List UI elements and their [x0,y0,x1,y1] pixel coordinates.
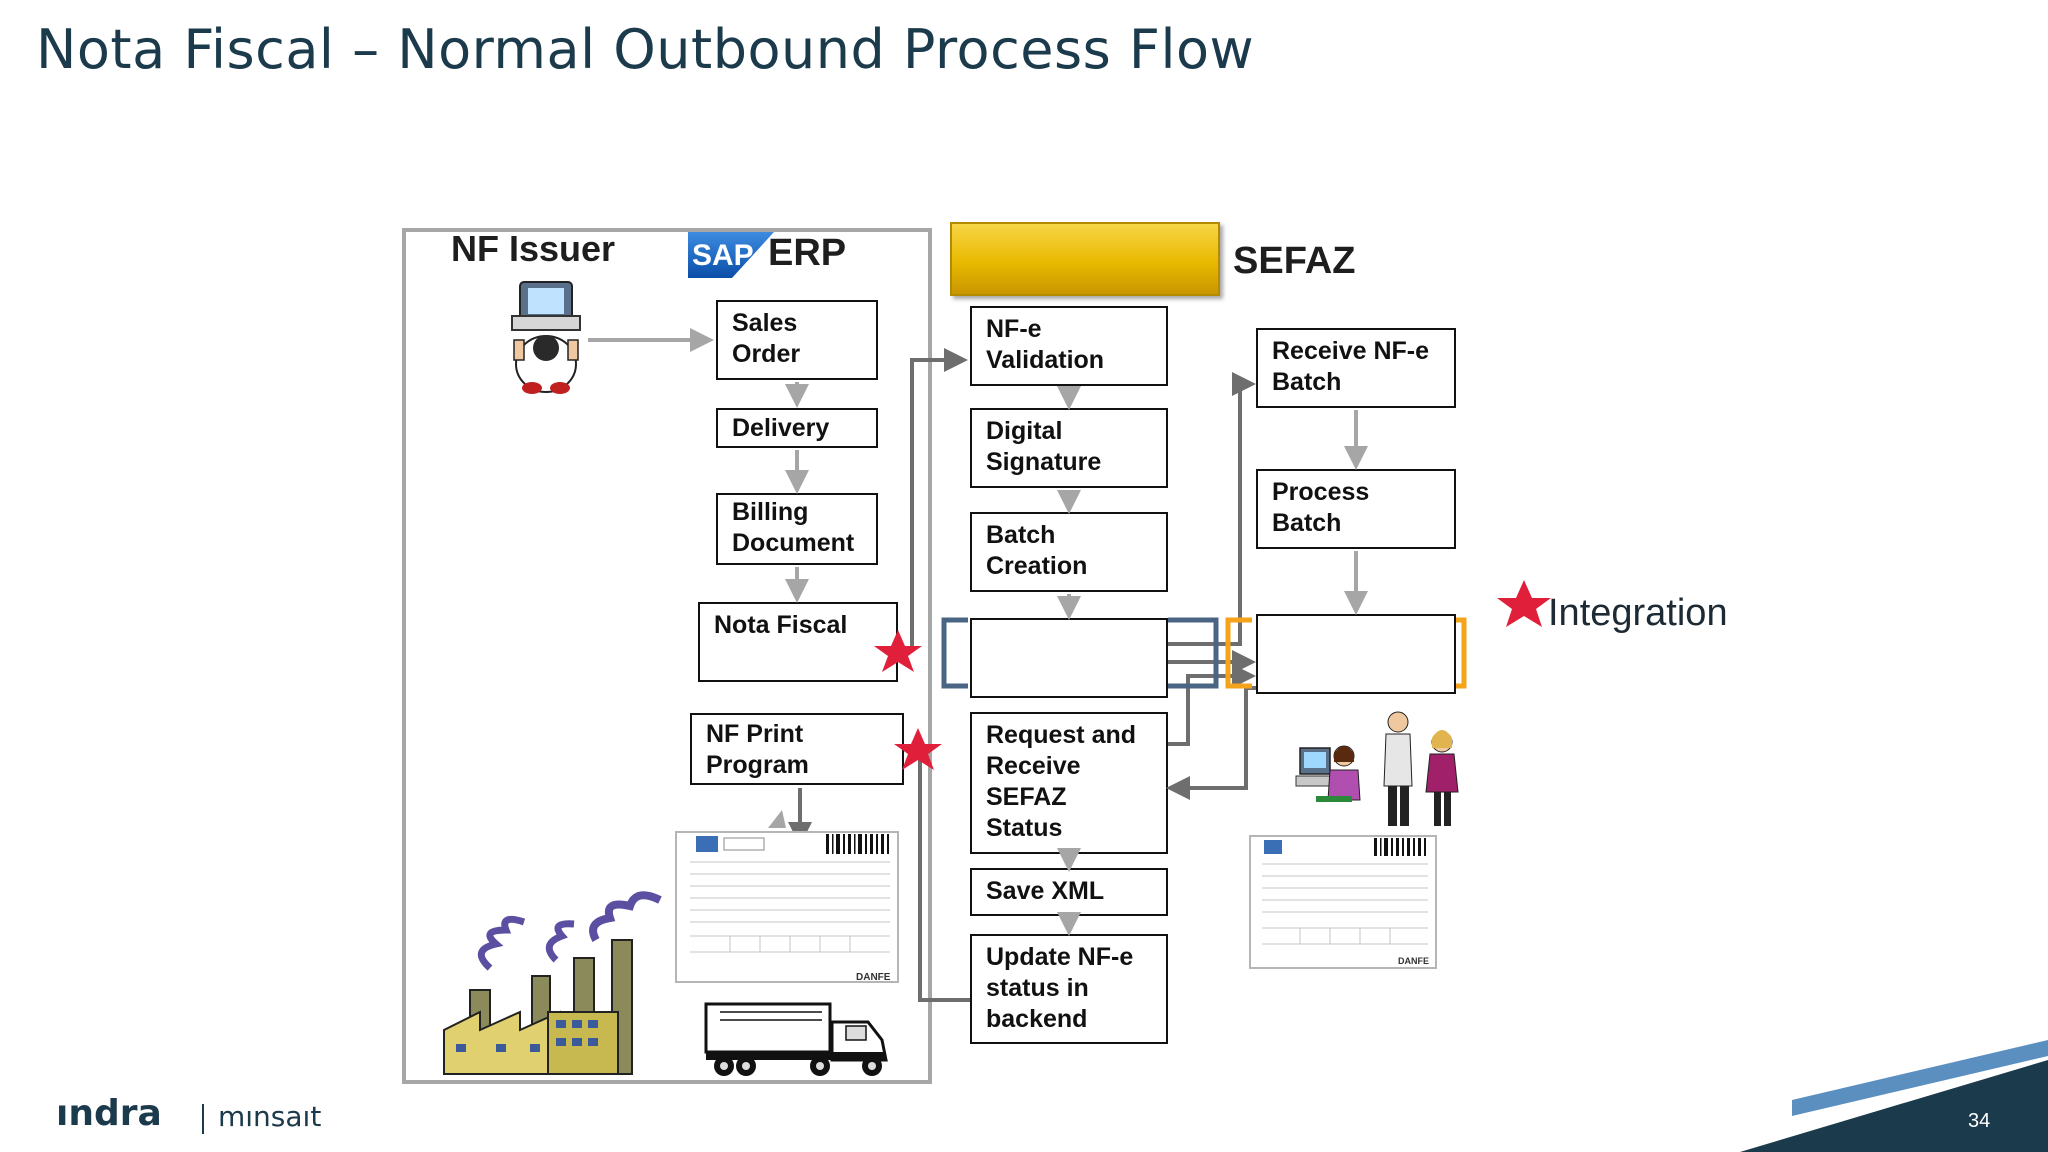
integration-star-icon [874,630,922,672]
arrow-status-response [1166,686,1256,800]
integration-box-left [970,618,1168,698]
integration-box-right [1256,614,1456,694]
integration-legend-label: Integration [1548,592,1728,634]
minsait-logo: mınsaıt [218,1100,322,1133]
sefaz-staff-icon [1295,711,1459,826]
batch-creation-box: Batch Creation [970,512,1168,592]
sales-order-box: Sales Order [716,300,878,380]
process-batch-box: Process Batch [1256,469,1456,549]
nf-issuer-label: NF Issuer [451,228,616,269]
footer-accent-shape [1792,1040,2048,1116]
nf-print-program-box: NF Print Program [690,713,904,785]
slide-title: Nota Fiscal – Normal Outbound Process Fl… [36,18,1255,81]
operator-at-computer-icon [511,281,581,394]
danfe-document-icon: DANFE [675,831,899,983]
request-receive-status-box: Request and Receive SEFAZ Status [970,712,1168,854]
footer-logo-divider [202,1104,204,1134]
arrow-request-status [1168,664,1256,746]
arrow-nota-fiscal-to-validation [900,348,968,650]
receive-nfe-batch-box: Receive NF-e Batch [1256,328,1456,408]
delivery-box: Delivery [716,408,878,448]
svg-text:SAP: SAP [692,239,754,272]
page-number: 34 [1968,1110,1991,1132]
footer-dark-shape [1740,1060,2048,1152]
integration-star-icon-2 [894,728,942,770]
danfe-feedback-triangle [768,810,786,828]
update-status-box: Update NF-e status in backend [970,934,1168,1044]
sefaz-header-bar [950,222,1220,296]
factory-icon [443,891,662,1075]
blue-integration-bracket [941,617,1219,689]
sefaz-label: SEFAZ [1233,240,1356,282]
legend-star-icon [1497,580,1551,627]
sap-logo-icon: SAP [688,232,774,278]
billing-document-box: Billing Document [716,493,878,565]
digital-signature-box: Digital Signature [970,408,1168,488]
line-update-status-to-issuer [918,748,970,1002]
delivery-truck-icon [704,1002,888,1076]
nf-issuer-panel [402,228,932,1084]
nota-fiscal-box: Nota Fiscal [698,602,898,682]
arrow-batch-to-receive [1168,372,1256,646]
indra-logo: ındra [56,1093,162,1134]
nfe-validation-box: NF-e Validation [970,306,1168,386]
erp-label: ERP [768,232,847,274]
svg-text:DANFE: DANFE [856,972,891,983]
danfe-document-icon-sefaz: DANFE [1249,835,1437,969]
orange-integration-bracket [1225,617,1467,689]
svg-text:DANFE: DANFE [1398,956,1429,966]
